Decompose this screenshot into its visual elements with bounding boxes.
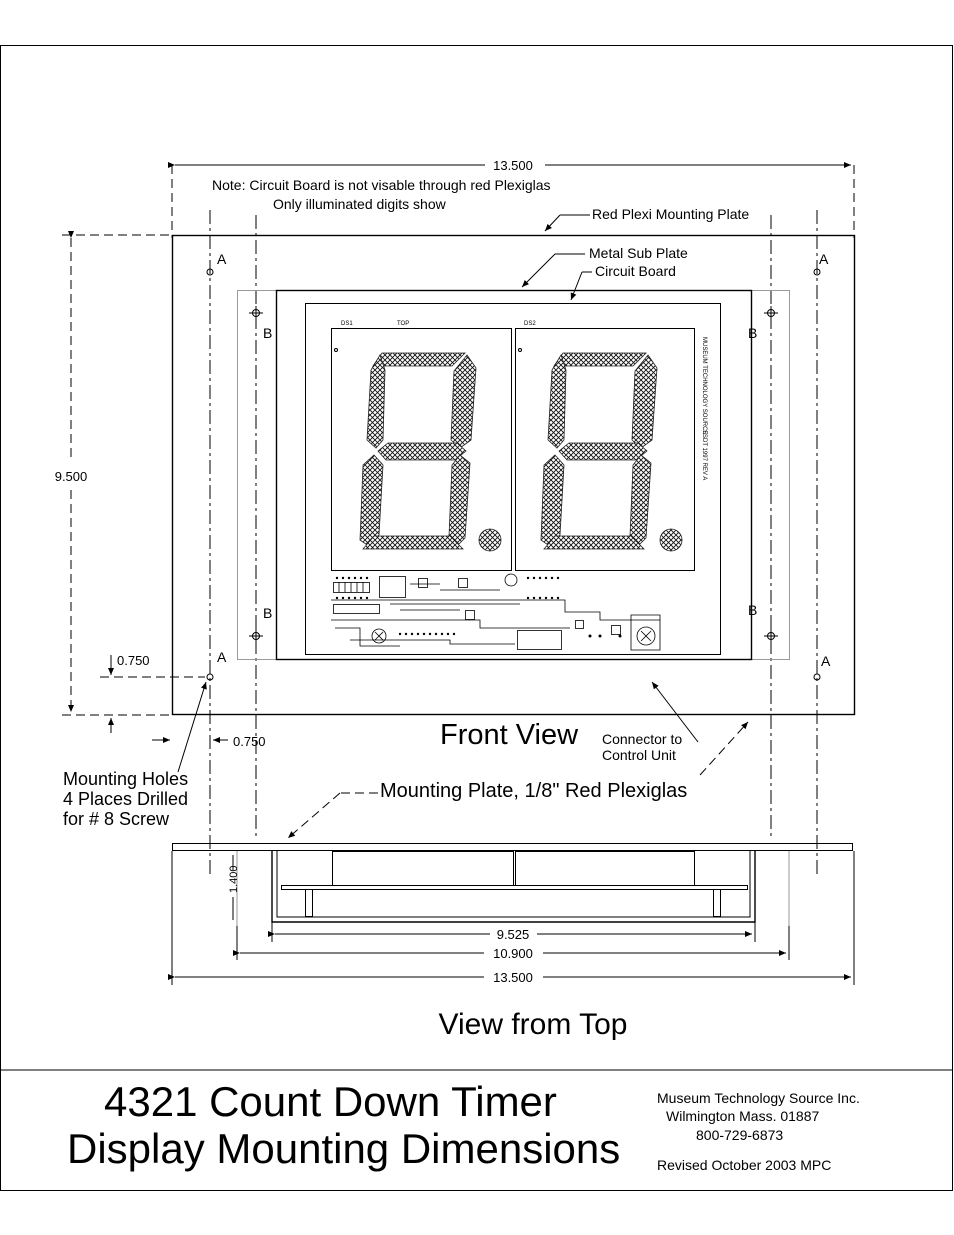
sheet-border (0, 45, 953, 1191)
title-line-1: 4321 Count Down Timer (104, 1078, 557, 1125)
svg-text:4 Places Drilled: 4 Places Drilled (63, 789, 188, 809)
svg-text:Circuit Board: Circuit Board (595, 263, 676, 279)
silk-vertical-1: MUSEUM TECHNOLOGY SOURCE (701, 337, 707, 434)
board-hole-1 (334, 348, 338, 352)
dim-1400: 1.400 (228, 865, 240, 893)
revision-note: Revised October 2003 MPC (657, 1157, 831, 1173)
pcb-components (331, 573, 661, 651)
svg-text:Red Plexi Mounting Plate: Red Plexi Mounting Plate (592, 206, 749, 222)
dimension-hole-offset-horizontal: 0.750 (152, 734, 266, 749)
dim-10900: 10.900 (493, 946, 533, 961)
label-hole-a-2: A (819, 251, 829, 267)
digit-window-2 (515, 328, 695, 571)
callout-connector: Connector to Control Unit (602, 681, 699, 763)
note-line-1: Note: Circuit Board is not visable throu… (212, 177, 551, 193)
svg-text:for # 8 Screw: for # 8 Screw (63, 809, 170, 829)
silk-top: TOP (397, 321, 409, 327)
dimension-board-width: 9.525 (268, 922, 756, 942)
top-view-sub-plate (236, 851, 790, 926)
hole-a-top-right (813, 268, 821, 276)
digit-window-1 (331, 328, 512, 571)
front-view-label: Front View (440, 719, 579, 751)
callout-red-plexi: Red Plexi Mounting Plate (544, 206, 749, 232)
callout-metal-sub-plate: Metal Sub Plate (521, 245, 688, 288)
label-hole-a-1: A (217, 251, 227, 267)
dimension-overall-width-bottom: 13.500 (168, 851, 855, 985)
callout-circuit-board: Circuit Board (570, 263, 676, 301)
circuit-board (305, 303, 721, 655)
svg-text:Mounting Holes: Mounting Holes (63, 769, 188, 789)
red-plexi-plate (171, 234, 856, 716)
label-hole-a-4: A (821, 653, 831, 669)
seven-segment-digit-1 (359, 352, 502, 552)
silk-ds2: DS2 (524, 321, 536, 327)
dim-9500: 9.500 (55, 469, 88, 484)
svg-text:Connector to: Connector to (602, 731, 682, 747)
metal-sub-plate-frame (275, 289, 753, 661)
seven-segment-digit-2 (540, 352, 683, 552)
pcb-pads (335, 576, 622, 638)
label-hole-b-3: B (263, 605, 272, 621)
silk-ds1: DS1 (341, 321, 353, 327)
dim-13500-top: 13.500 (493, 158, 533, 173)
hole-b-group (249, 306, 778, 643)
company-phone: 800-729-6873 (696, 1127, 783, 1143)
dim-0750-horizontal: 0.750 (233, 734, 266, 749)
top-view-plexi-plate (172, 843, 853, 851)
company-city: Wilmington Mass. 01887 (666, 1108, 820, 1124)
dim-0750-vertical: 0.750 (117, 653, 150, 668)
company-name: Museum Technology Source Inc. (657, 1090, 860, 1106)
label-hole-a-3: A (217, 649, 227, 665)
dim-9525: 9.525 (497, 927, 530, 942)
svg-text:Mounting Plate, 1/8" Red Plex: Mounting Plate, 1/8" Red Plexiglas (380, 780, 687, 802)
hole-a-top-left (206, 268, 214, 276)
dimension-hole-offset-vertical: 0.750 (100, 653, 205, 733)
label-hole-b-2: B (748, 325, 757, 341)
dimension-depth: 1.400 (228, 855, 240, 920)
note-line-2: Only illuminated digits show (273, 196, 447, 212)
dimension-sub-plate-width: 10.900 (233, 926, 790, 961)
label-hole-b-1: B (263, 325, 272, 341)
title-line-2: Display Mounting Dimensions (67, 1125, 620, 1172)
hole-a-bottom-right (813, 673, 821, 681)
silk-vertical-2: SSDT 1997 REV A (701, 430, 707, 480)
dim-13500-bottom: 13.500 (493, 970, 533, 985)
top-view-label: View from Top (439, 1008, 628, 1041)
board-hole-2 (518, 348, 522, 352)
dimension-height: 9.500 (55, 231, 172, 716)
callout-mounting-holes: Mounting Holes 4 Places Drilled for # 8 … (63, 681, 207, 829)
dimension-overall-width-top: 13.500 (168, 158, 855, 238)
label-hole-b-4: B (748, 602, 757, 618)
svg-text:Metal Sub Plate: Metal Sub Plate (589, 245, 688, 261)
hole-a-bottom-left (206, 673, 214, 681)
svg-text:Control Unit: Control Unit (602, 747, 676, 763)
callout-mounting-plate: Mounting Plate, 1/8" Red Plexiglas (287, 721, 749, 839)
